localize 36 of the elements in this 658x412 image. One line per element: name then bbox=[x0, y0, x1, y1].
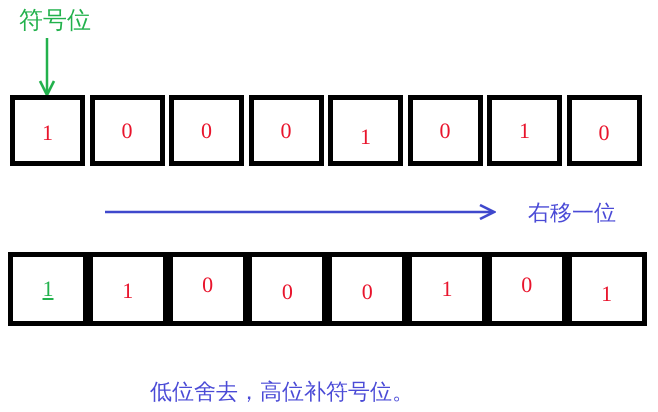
bit-value: 0 bbox=[202, 272, 214, 298]
arrow bbox=[38, 38, 56, 96]
bit-value: 0 bbox=[521, 272, 532, 298]
shift-label: 右移一位 bbox=[528, 200, 616, 228]
bit-value: 1 bbox=[601, 281, 612, 307]
bit-cell bbox=[90, 95, 164, 166]
caption: 低位舍去，高位补符号位。 bbox=[150, 379, 414, 407]
bit-cell bbox=[566, 95, 642, 166]
bit-cell bbox=[169, 95, 244, 166]
bit-cell bbox=[487, 95, 562, 166]
bit-value: 1 bbox=[360, 124, 371, 150]
bit-value: 1 bbox=[122, 278, 134, 304]
bit-cell bbox=[88, 252, 168, 326]
bit-cell bbox=[327, 252, 408, 326]
bit-value: 0 bbox=[282, 279, 293, 305]
bit-cell bbox=[168, 252, 248, 326]
bit-cell bbox=[248, 95, 324, 166]
bit-value: 1 bbox=[442, 276, 452, 302]
bit-cell bbox=[407, 252, 487, 326]
bit-value: 1 bbox=[519, 118, 530, 144]
bit-cell bbox=[408, 95, 482, 166]
sign-bit-label: 符号位 bbox=[19, 5, 91, 36]
bit-value: 0 bbox=[201, 118, 212, 144]
bit-cell bbox=[10, 95, 85, 166]
bit-cell bbox=[247, 252, 328, 326]
bit-value: 0 bbox=[122, 118, 132, 144]
bit-cell bbox=[328, 95, 403, 166]
bit-value: 1 bbox=[42, 276, 54, 302]
bit-value: 0 bbox=[440, 118, 450, 144]
bit-value: 1 bbox=[42, 120, 53, 146]
bit-cell bbox=[566, 252, 647, 326]
bit-value: 0 bbox=[598, 120, 610, 146]
bit-cell bbox=[8, 252, 88, 326]
bit-value: 0 bbox=[280, 118, 292, 144]
bit-cell bbox=[486, 252, 567, 326]
bit-value: 0 bbox=[362, 279, 373, 305]
